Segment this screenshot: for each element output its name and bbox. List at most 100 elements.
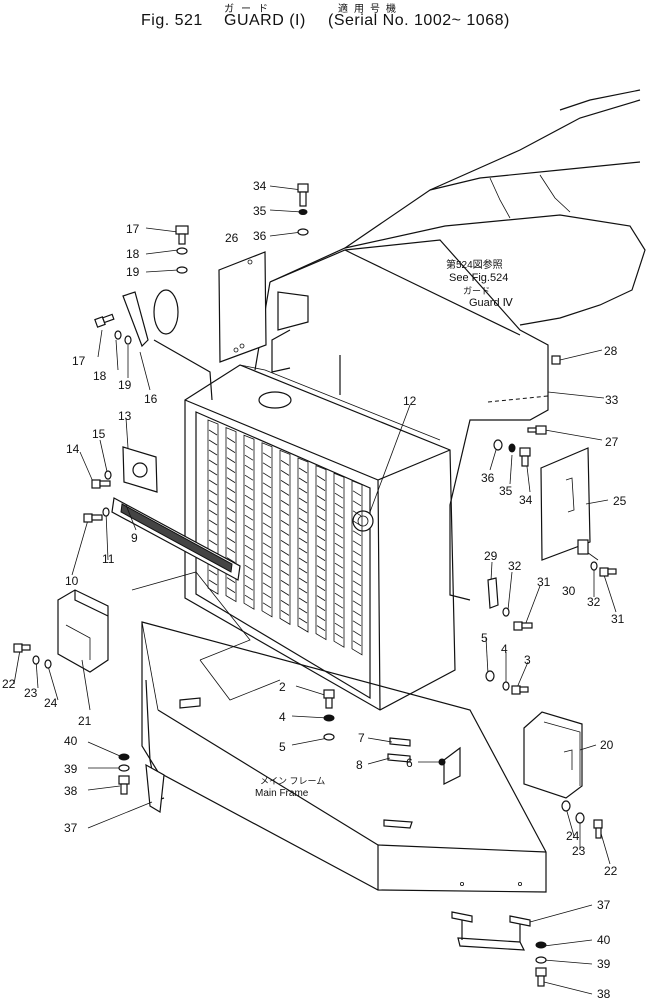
grille-mesh-line [316,565,326,571]
grille-mesh-line [352,580,362,587]
grille-mesh-line [280,490,290,496]
grille-mesh-line [316,555,326,561]
callout-15: 15 [92,427,106,441]
serial-ruby-japanese: 適用号機 [338,4,402,15]
grille-mesh-line [316,605,326,611]
clip-29 [487,577,499,609]
callout-27: 27 [605,435,619,449]
callout-11: 11 [102,552,115,566]
grille-mesh-line [298,577,308,584]
callout-31-a: 31 [537,575,551,589]
callout-9: 9 [131,531,138,545]
grille-fin [351,480,363,656]
grille-mesh-line [262,522,272,529]
callout-14: 14 [66,442,80,456]
bolt-38-right [535,967,547,987]
callout-8: 8 [356,758,363,772]
bolt-34-mid [519,447,531,467]
grille-mesh-line [244,534,254,541]
mirror-16 [122,289,213,401]
reference-note: 第524図参照 See Fig.524 ガード Guard Ⅳ [446,258,514,309]
callout-33: 33 [605,393,619,407]
radiator-grille [184,281,456,711]
grille-mesh-line [352,530,362,537]
washer-18-left [114,330,122,340]
ref-see-fig: See Fig.524 [449,272,508,284]
washer-36-mid [493,439,503,451]
grille-mesh-line [244,454,254,461]
washer-24-right [561,800,571,812]
bracket-37-left [145,679,165,813]
callout-19-top: 19 [126,265,140,279]
grille-mesh-line [334,632,344,639]
callout-39-right: 39 [597,957,611,971]
grille-mesh-line [226,547,236,553]
grille-mesh-line [244,584,254,591]
grille-mesh-line [352,490,362,497]
grille-mesh-line [280,470,290,476]
grille-mesh-line [316,505,326,511]
callout-20: 20 [600,738,614,752]
callout-3: 3 [524,653,531,667]
grille-mesh-line [208,499,218,506]
grille-mesh-line [352,610,362,617]
callout-40-right: 40 [597,933,611,947]
grille-mesh-line [334,522,344,529]
side-guard-33 [269,239,549,601]
grille-mesh-line [262,592,272,599]
grille-mesh-line [280,460,290,466]
grille-mesh-line [334,562,344,569]
cover-26 [218,251,267,363]
grille-mesh-line [244,524,254,531]
main-frame-en: Main Frame [255,788,309,799]
grille-mesh-line [244,444,254,451]
grille-mesh-line [298,547,308,554]
grille-fin [315,465,327,641]
callout-39-left: 39 [64,762,78,776]
callout-37-left: 37 [64,821,78,835]
grille-mesh-line [244,464,254,471]
callout-13: 13 [118,409,132,423]
grille-mesh-line [298,497,308,504]
grille-mesh-line [352,550,362,557]
grille-mesh-line [280,600,290,606]
grille-mesh-line [334,482,344,489]
grille-mesh-line [334,582,344,589]
grille-mesh-line [334,512,344,519]
grille-mesh-line [352,570,362,577]
grille-mesh-line [262,472,272,479]
grille-mesh-line [298,587,308,594]
grille-mesh-line [226,577,236,583]
grille-mesh-line [316,515,326,521]
grille-mesh-line [280,520,290,526]
grille-mesh-line [298,487,308,494]
main-frame [131,571,547,893]
bolt-22-left [13,643,31,653]
leader-lines [13,185,617,995]
washer-24-left [44,659,52,669]
callout-26: 26 [225,231,239,245]
grille-mesh-line [298,597,308,604]
grille-mesh-line [208,429,218,436]
grille-mesh-line [262,562,272,569]
grille-mesh-line [352,540,362,547]
bolt-10 [83,513,103,523]
grille-mesh-line [352,620,362,627]
callout-22-left: 22 [2,677,16,691]
bolt-3 [511,685,529,695]
grille-mesh-line [316,545,326,551]
grille-mesh-line [262,572,272,579]
washer-36-top [297,228,309,236]
grille-mesh-line [352,520,362,527]
figure-number: Fig. 521 [141,12,203,29]
callout-25: 25 [613,494,627,508]
washer-39-right [535,956,547,964]
bracket-37-right [451,911,531,951]
grille-mesh-line [208,479,218,486]
callout-19-left: 19 [118,378,132,392]
callout-17-left: 17 [72,354,86,368]
callout-21: 21 [78,714,92,728]
grille-mesh-line [352,640,362,647]
grille-mesh-line [262,602,272,609]
